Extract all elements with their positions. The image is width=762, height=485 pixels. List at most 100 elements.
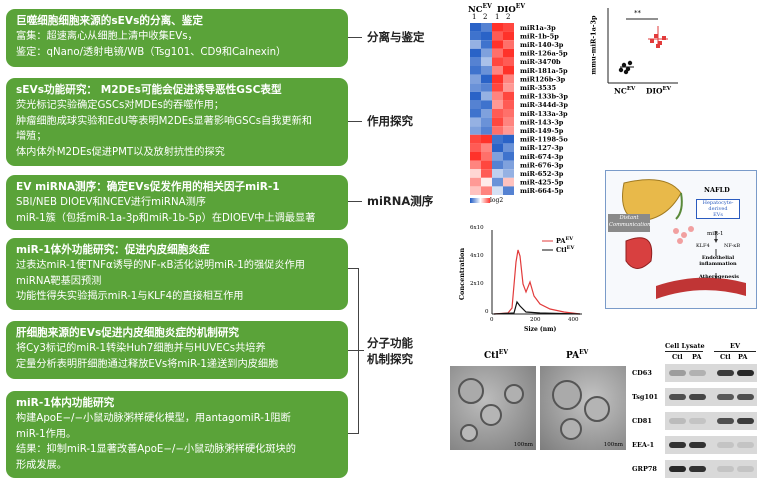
y-tick: 2x10 (470, 281, 484, 287)
tem-image-pa: 100nm (540, 366, 626, 450)
heatmap-cell (470, 23, 481, 32)
legend-cell (483, 198, 485, 203)
legend-cell (482, 198, 484, 203)
heatmap-cell (503, 177, 514, 187)
heatmap-row-label: miR-126a-5p (520, 50, 568, 58)
heatmap-cell (470, 57, 481, 66)
data-point (658, 41, 662, 45)
wb-band (689, 466, 706, 472)
heatmap-cell (492, 126, 503, 135)
heatmap-cell (481, 23, 492, 32)
heatmap-cell (470, 100, 481, 109)
box-title: 肝细胞来源的EVs促进内皮细胞炎症的机制研究 (16, 327, 240, 339)
box-line: 将Cy3标记的miR-1转染Huh7细胞并与HUVECs共培养 (16, 343, 266, 355)
wb-strip (665, 436, 757, 454)
label-function: 作用探究 (367, 114, 413, 128)
tem-label-ctl: CtlEV (484, 349, 508, 361)
heatmap-cell (492, 23, 503, 32)
heatmap-cell (503, 91, 514, 101)
distant-box (608, 214, 650, 232)
bracket (358, 350, 364, 351)
data-point (623, 69, 629, 75)
heatmap-row-label: miR-652-3p (520, 170, 564, 178)
heatmap-row-label: miR-133a-3p (520, 110, 568, 118)
heatmap-cell (503, 57, 514, 66)
heatmap-cell (481, 100, 492, 109)
wb-header-lysate: Cell Lysate (665, 342, 705, 350)
heatmap-cell (470, 143, 481, 152)
y-tick: 6x10 (470, 225, 484, 231)
wb-band (737, 466, 754, 472)
heatmap-row-label: miR-1b-5p (520, 32, 559, 40)
heatmap-cell (481, 31, 492, 41)
size-chart-svg (491, 230, 582, 315)
legend-cell (487, 198, 489, 203)
label-hep-evs: Hepatocyte- derived EVs (696, 199, 740, 219)
heatmap-cell (470, 40, 481, 49)
heatmap-cell (470, 160, 481, 170)
heatmap-cell (470, 134, 481, 144)
heatmap-cell (492, 186, 503, 195)
heatmap-cell (503, 117, 514, 127)
heatmap-row-label: miR-149-5p (520, 127, 564, 135)
size-chart: PAEV CtlEV 6x10 4x10 2x10 0 0 200 400 Si… (458, 222, 590, 340)
heatmap-cell (470, 66, 481, 75)
heatmap-cell (481, 57, 492, 66)
wb-band (717, 394, 734, 400)
legend-ctl: CtlEV (556, 245, 575, 255)
heatmap-cell (481, 143, 492, 152)
series-pa (493, 249, 581, 315)
heatmap-cell (492, 177, 503, 187)
heatmap-col: 2 (506, 13, 511, 21)
box-line: 肿瘤细胞成球实验和EdU等表明M2DEs显著影响GSCs自我更新和 (16, 115, 312, 127)
heatmap-row-label: miR-3470b (520, 58, 561, 66)
heatmap-cell (503, 83, 514, 92)
heatmap-col: 1 (495, 13, 500, 21)
legend-cell (489, 198, 491, 203)
connector (348, 201, 362, 202)
data-point (662, 36, 666, 40)
data-point (650, 39, 654, 43)
scatter-panel: ** mmu-miR-1a-3p NCEV DIOEV (586, 3, 686, 103)
box-line: miR-1作用。 (16, 428, 77, 440)
wb-band (689, 370, 706, 376)
scatter-x-nc: NCEV (614, 86, 636, 96)
y-tick: 0 (485, 309, 489, 315)
heart-shape (625, 237, 653, 269)
label-athero: Atherogenesis (699, 274, 739, 280)
x-tick: 400 (568, 317, 579, 323)
data-point (618, 67, 624, 73)
heatmap-cell (470, 74, 481, 84)
heatmap-cell (492, 74, 503, 84)
y-axis-label: Concentration (458, 247, 467, 301)
scale-bar-label: 100nm (513, 442, 533, 448)
wb-lane: Ctl (720, 353, 731, 361)
box-line: 荧光标记实验确定GSCs对MDEs的吞噬作用； (16, 100, 224, 112)
bracket (358, 268, 359, 434)
box-line: 体内体外M2DEs促进PMT以及放射抗性的探究 (16, 146, 225, 158)
wb-strip (665, 412, 757, 430)
wb-band (737, 442, 754, 448)
label-endo: Endothelial inflammation (699, 255, 737, 267)
data-point (654, 34, 658, 38)
heatmap-cell (503, 66, 514, 75)
tem-image-ctl: 100nm (450, 366, 536, 450)
heatmap-cell (481, 109, 492, 118)
data-point (621, 62, 627, 68)
heatmap-cell (481, 40, 492, 49)
heatmap-cell (503, 186, 514, 195)
heatmap-cell (492, 100, 503, 109)
label-nfkb: NF-κB (724, 243, 741, 249)
legend-cell (484, 198, 486, 203)
box-line: 增殖； (16, 131, 47, 143)
heatmap-cell (481, 48, 492, 58)
box-line: SBI/NEB DIOEV和NCEV进行miRNA测序 (16, 197, 206, 209)
heatmap-cell (481, 83, 492, 92)
heatmap-cell (470, 31, 481, 41)
heatmap-cell (470, 169, 481, 178)
box-invivo: miR-1体内功能研究 构建ApoE−/−小鼠动脉粥样硬化模型，用antagom… (6, 391, 348, 478)
heatmap-group-nc: NCEV (468, 3, 492, 15)
box-sequencing: EV miRNA测序：确定EVs促发作用的相关因子miR-1 SBI/NEB D… (6, 175, 348, 230)
